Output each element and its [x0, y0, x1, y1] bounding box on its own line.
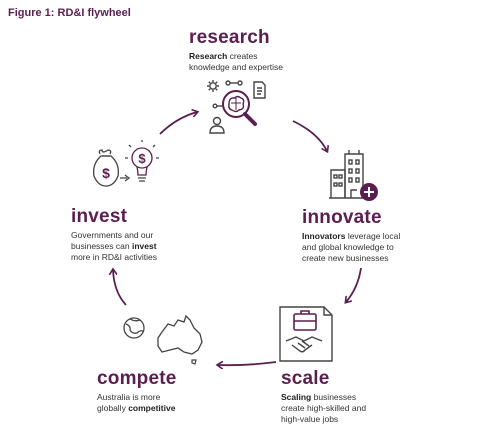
arrow-compete-to-invest: [113, 270, 127, 306]
arrow-research-to-innovate: [292, 120, 327, 151]
svg-text:$: $: [102, 165, 110, 181]
scale-text: Scaling businesses create high-skilled a…: [281, 392, 367, 424]
arrow-scale-to-compete: [218, 362, 277, 365]
figure-title: Figure 1: RD&I flywheel: [8, 7, 131, 19]
innovate-text: Innovators leverage local and global kno…: [302, 231, 401, 263]
arrow-invest-to-research: [159, 112, 197, 135]
compete-text: Australia is more globally competitive: [97, 392, 176, 413]
money-bulb-icon: $ $: [93, 140, 159, 187]
research-text: Research creates knowledge and expertise: [189, 51, 284, 72]
invest-title: invest: [71, 206, 128, 227]
scale-title: scale: [281, 368, 330, 389]
compete-title: compete: [97, 368, 177, 389]
invest-text: Governments and our businesses can inves…: [71, 230, 157, 262]
svg-text:$: $: [138, 151, 146, 166]
brain-magnifier-icon: [207, 80, 266, 134]
handshake-briefcase-icon: [279, 306, 333, 362]
buildings-plus-icon: [329, 150, 378, 201]
innovate-title: innovate: [302, 207, 382, 228]
arrow-innovate-to-scale: [346, 267, 362, 302]
research-title: research: [189, 27, 270, 48]
australia-globe-icon: [123, 314, 203, 365]
